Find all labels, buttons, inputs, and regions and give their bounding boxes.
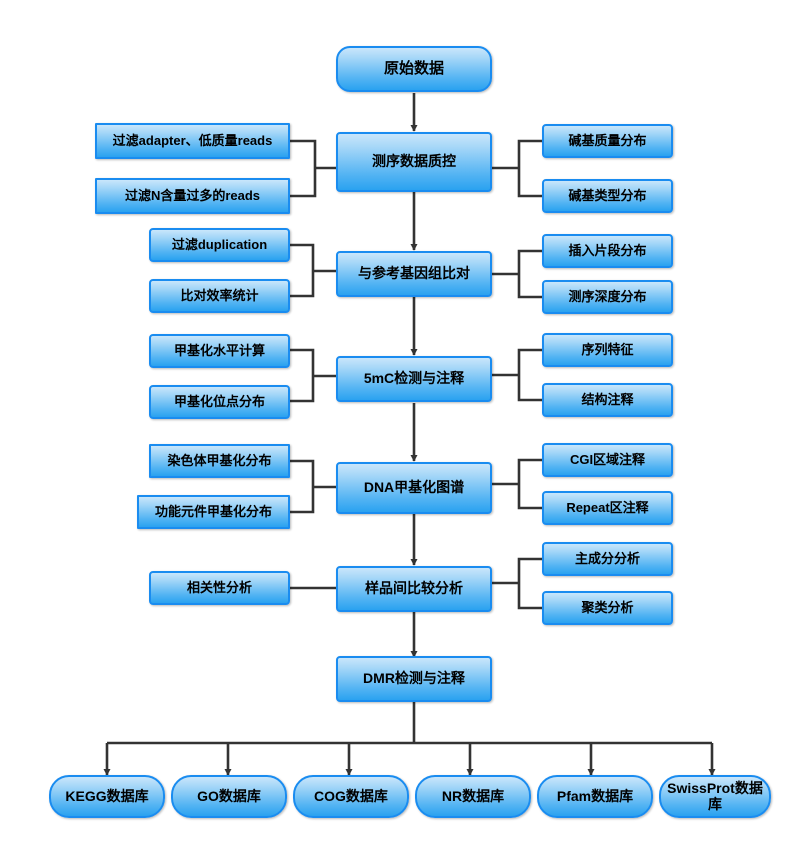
node-database-nr[interactable]: NR数据库 bbox=[415, 775, 531, 818]
node-label: COG数据库 bbox=[314, 787, 388, 804]
node-main-step-5[interactable]: 样品间比较分析 bbox=[336, 566, 492, 612]
node-database-pfam[interactable]: Pfam数据库 bbox=[537, 775, 653, 818]
node-label: 比对效率统计 bbox=[180, 287, 259, 303]
node-label: KEGG数据库 bbox=[65, 787, 149, 804]
node-label: Repeat区注释 bbox=[566, 499, 649, 515]
node-label: DMR检测与注释 bbox=[363, 670, 465, 687]
node-label: 原始数据 bbox=[383, 59, 444, 77]
node-right-2-1[interactable]: 插入片段分布 bbox=[542, 234, 673, 268]
node-right-3-2[interactable]: 结构注释 bbox=[542, 383, 673, 417]
node-main-step-1[interactable]: 测序数据质控 bbox=[336, 132, 492, 192]
node-label: 染色体甲基化分布 bbox=[167, 452, 272, 468]
node-right-2-2[interactable]: 测序深度分布 bbox=[542, 280, 673, 314]
node-left-4-2[interactable]: 功能元件甲基化分布 bbox=[137, 495, 290, 529]
node-label: 过滤adapter、低质量reads bbox=[112, 132, 273, 148]
node-label: 过滤N含量过多的reads bbox=[124, 187, 261, 203]
node-label: 相关性分析 bbox=[186, 579, 252, 595]
node-label: 插入片段分布 bbox=[568, 242, 647, 258]
node-label: CGI区域注释 bbox=[569, 451, 646, 467]
node-start-raw-data[interactable]: 原始数据 bbox=[336, 46, 492, 92]
node-database-swissprot[interactable]: SwissProt数据库 bbox=[659, 775, 771, 818]
node-label: 聚类分析 bbox=[581, 599, 634, 615]
node-label: 过滤duplication bbox=[171, 236, 268, 252]
node-label: 碱基类型分布 bbox=[568, 187, 647, 203]
node-label: 与参考基因组比对 bbox=[358, 265, 470, 282]
node-final-step-dmr[interactable]: DMR检测与注释 bbox=[336, 656, 492, 702]
node-main-step-3[interactable]: 5mC检测与注释 bbox=[336, 356, 492, 402]
node-label: 测序数据质控 bbox=[372, 153, 456, 170]
node-label: 样品间比较分析 bbox=[365, 580, 463, 597]
node-database-kegg[interactable]: KEGG数据库 bbox=[49, 775, 165, 818]
node-left-1-1[interactable]: 过滤adapter、低质量reads bbox=[95, 123, 290, 159]
node-database-cog[interactable]: COG数据库 bbox=[293, 775, 409, 818]
node-label: 5mC检测与注释 bbox=[363, 370, 465, 387]
node-label: Pfam数据库 bbox=[556, 787, 634, 804]
node-label: 主成分分析 bbox=[574, 550, 640, 566]
node-right-1-1[interactable]: 碱基质量分布 bbox=[542, 124, 673, 158]
node-right-5-1[interactable]: 主成分分析 bbox=[542, 542, 673, 576]
node-left-4-1[interactable]: 染色体甲基化分布 bbox=[149, 444, 290, 478]
node-right-4-2[interactable]: Repeat区注释 bbox=[542, 491, 673, 525]
node-label: 甲基化水平计算 bbox=[173, 342, 265, 358]
node-label: SwissProt数据库 bbox=[667, 779, 763, 812]
node-left-1-2[interactable]: 过滤N含量过多的reads bbox=[95, 178, 290, 214]
node-label: 碱基质量分布 bbox=[568, 132, 647, 148]
node-left-3-2[interactable]: 甲基化位点分布 bbox=[149, 385, 290, 419]
node-left-5-1[interactable]: 相关性分析 bbox=[149, 571, 290, 605]
node-left-2-1[interactable]: 过滤duplication bbox=[149, 228, 290, 262]
node-database-go[interactable]: GO数据库 bbox=[171, 775, 287, 818]
node-label: DNA甲基化图谱 bbox=[363, 479, 465, 496]
node-label: 甲基化位点分布 bbox=[173, 393, 265, 409]
node-label: 序列特征 bbox=[581, 341, 634, 357]
node-right-1-2[interactable]: 碱基类型分布 bbox=[542, 179, 673, 213]
node-label: 功能元件甲基化分布 bbox=[154, 503, 272, 519]
node-label: GO数据库 bbox=[197, 787, 261, 804]
node-left-2-2[interactable]: 比对效率统计 bbox=[149, 279, 290, 313]
node-main-step-4[interactable]: DNA甲基化图谱 bbox=[336, 462, 492, 514]
node-left-3-1[interactable]: 甲基化水平计算 bbox=[149, 334, 290, 368]
node-right-4-1[interactable]: CGI区域注释 bbox=[542, 443, 673, 477]
node-label: 测序深度分布 bbox=[568, 288, 647, 304]
node-label: 结构注释 bbox=[581, 391, 634, 407]
node-main-step-2[interactable]: 与参考基因组比对 bbox=[336, 251, 492, 297]
node-right-5-2[interactable]: 聚类分析 bbox=[542, 591, 673, 625]
node-label: NR数据库 bbox=[441, 787, 505, 804]
node-right-3-1[interactable]: 序列特征 bbox=[542, 333, 673, 367]
